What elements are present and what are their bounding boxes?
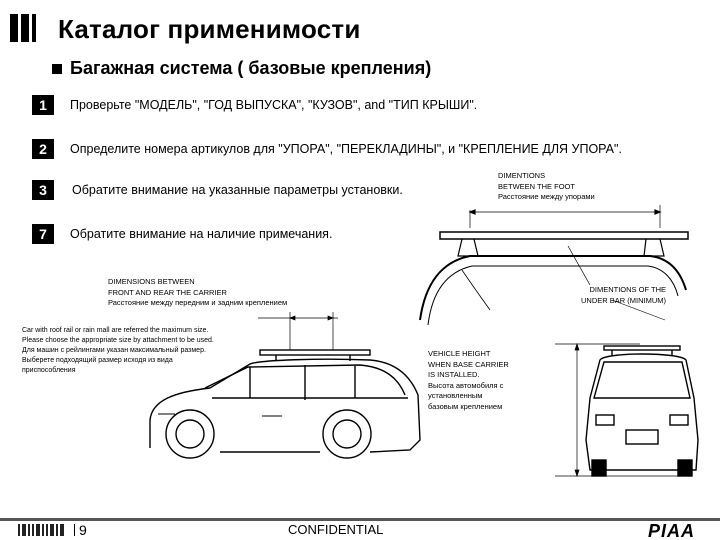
step-1: 1 Проверьте "МОДЕЛЬ", "ГОД ВЫПУСКА", "КУ… bbox=[32, 95, 477, 115]
section-subtitle: Багажная система ( базовые крепления) bbox=[70, 58, 432, 78]
brand-logo: PIAA bbox=[648, 521, 696, 540]
note-foot-distance: DIMENTIONS BETWEEN THE FOOT Расстояние м… bbox=[498, 171, 595, 201]
footer-divider bbox=[0, 518, 720, 521]
under-bar-pointer-line bbox=[611, 299, 666, 321]
title-bar-decoration bbox=[10, 14, 36, 42]
step-2: 2 Определите номера артикулов для "УПОРА… bbox=[32, 139, 622, 159]
step-7: 7 Обратите внимание на наличие примечани… bbox=[32, 224, 332, 244]
note-under-bar: DIMENTIONS OF THE UNDER BAR (MINIMUM) bbox=[581, 285, 666, 305]
step-number: 3 bbox=[32, 180, 54, 200]
step-text: Обратите внимание на наличие примечания. bbox=[70, 227, 333, 241]
step-number: 7 bbox=[32, 224, 54, 244]
front-view-car-drawing bbox=[585, 345, 699, 477]
square-bullet-icon bbox=[52, 63, 62, 74]
note-vehicle-height: VEHICLE HEIGHT WHEN BASE CARRIER IS INST… bbox=[428, 349, 509, 411]
note-roof-rail: Car with roof rail or rain mall are refe… bbox=[22, 327, 214, 374]
page-title: Каталог применимости bbox=[58, 14, 361, 44]
confidential-label: CONFIDENTIAL bbox=[288, 522, 384, 537]
step-3: 3 Обратите внимание на указанные парамет… bbox=[32, 180, 403, 200]
step-text: Определите номера артикулов для "УПОРА",… bbox=[70, 142, 622, 156]
step-text: Обратите внимание на указанные параметры… bbox=[72, 183, 403, 197]
side-view-car-drawing bbox=[149, 349, 421, 459]
carrier-distance-dimension bbox=[258, 312, 338, 350]
vehicle-height-dimension bbox=[555, 342, 690, 478]
section-heading: Багажная система ( базовые крепления) bbox=[52, 58, 431, 79]
page-number: 9 bbox=[74, 522, 87, 538]
step-number: 1 bbox=[32, 95, 54, 115]
roof-bar-detail-drawing bbox=[419, 205, 689, 326]
barcode-decoration bbox=[18, 524, 64, 536]
step-text: Проверьте "МОДЕЛЬ", "ГОД ВЫПУСКА", "КУЗО… bbox=[70, 98, 478, 112]
note-carrier-distance: DIMENSIONS BETWEEN FRONT AND REAR THE CA… bbox=[108, 277, 288, 307]
step-number: 2 bbox=[32, 139, 54, 159]
